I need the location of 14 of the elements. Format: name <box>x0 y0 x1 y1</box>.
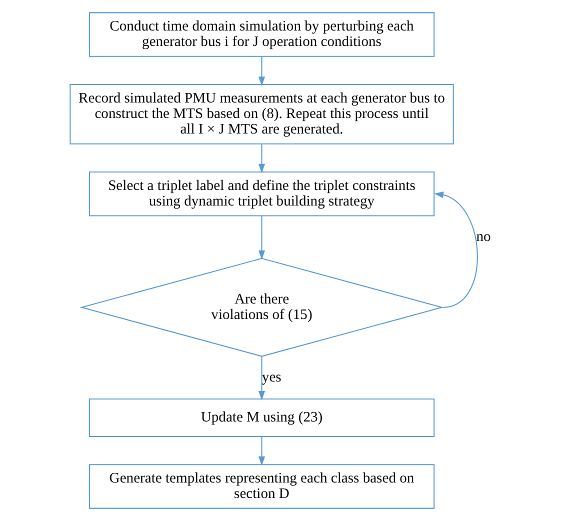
edge-label: no <box>476 228 491 245</box>
arrow <box>258 56 266 86</box>
edge-label: yes <box>262 369 282 386</box>
node-box: Record simulated PMU measurements at each generator bus to construct the MTS based on (8). Repeat this process until all I × J MTS are generated. <box>70 84 454 144</box>
arrow <box>258 216 266 260</box>
node-diamond: Are there violations of (15) <box>80 258 444 357</box>
node-box: Conduct time domain simulation by perturbing each generator bus i for J operation conditions <box>88 12 435 57</box>
node-box: Update M using (23) <box>88 398 435 437</box>
arrow <box>258 436 266 466</box>
arrow <box>258 356 266 400</box>
node-box: Select a triplet label and define the triplet constraints using dynamic triplet building strategy <box>88 171 435 216</box>
arrow <box>258 144 266 174</box>
node-box: Generate templates representing each class based on section D <box>88 464 435 509</box>
arrow <box>434 192 478 308</box>
